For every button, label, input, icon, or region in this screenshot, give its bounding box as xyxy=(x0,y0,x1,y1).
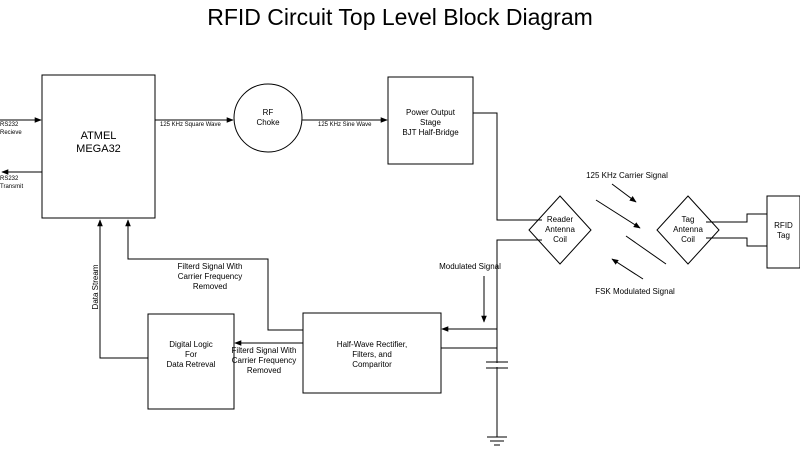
carrier-arrow-c xyxy=(625,235,667,265)
square-wave-label: 125 KHz Square Wave xyxy=(160,122,221,128)
data-stream-label: Data Stream xyxy=(91,264,100,310)
capacitor-gap xyxy=(495,363,499,367)
tag-coil-line-bottom xyxy=(706,237,767,247)
data-stream-line xyxy=(97,219,148,359)
tag-coil-diamond xyxy=(656,195,720,265)
tag-coil-line-top xyxy=(706,213,767,223)
rf-choke-circle xyxy=(233,83,303,153)
filtered-to-mcu-line xyxy=(125,219,303,331)
digital-logic-block xyxy=(147,313,235,410)
carrier-signal-label: 125 KHz Carrier Signal xyxy=(586,171,668,180)
reader-return-line xyxy=(496,239,542,437)
power-output-block xyxy=(387,76,474,165)
rfid-tag-block xyxy=(766,195,800,269)
atmel-block xyxy=(41,74,156,219)
rectifier-block xyxy=(302,312,442,394)
fsk-signal-label: FSK Modulated Signal xyxy=(595,287,675,296)
fsk-arrow xyxy=(611,258,644,280)
page-title: RFID Circuit Top Level Block Diagram xyxy=(207,4,593,30)
reader-coil-diamond xyxy=(528,195,592,265)
carrier-arrow-a xyxy=(595,199,641,229)
sine-wave-label: 125 KHz Sine Wave xyxy=(318,122,372,128)
power-to-reader-line xyxy=(473,112,542,221)
carrier-arrow-b xyxy=(611,183,637,203)
modulated-signal-label: Modulated Signal xyxy=(439,262,501,271)
